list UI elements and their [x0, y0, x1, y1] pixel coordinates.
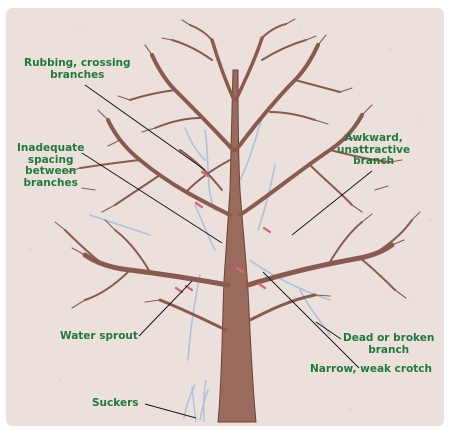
label-spacing-line-1: Inadequate: [17, 143, 84, 155]
label-water-sprout: Water sprout: [60, 331, 138, 343]
label-narrow-weak-crotch: Narrow, weak crotch: [310, 364, 432, 376]
label-dead-broken-branch: Dead or broken branch: [343, 333, 434, 356]
label-rubbing-line-1: Rubbing, crossing: [24, 58, 131, 70]
label-suckers: Suckers: [92, 398, 139, 410]
tree-trunk: [218, 70, 256, 422]
label-spacing-line-3: between: [17, 166, 84, 178]
label-dead-line-2: branch: [343, 345, 434, 357]
label-awkward-branch: Awkward, unattractive branch: [337, 133, 410, 168]
label-inadequate-spacing: Inadequate spacing between branches: [17, 143, 84, 189]
label-rubbing-crossing-branches: Rubbing, crossing branches: [24, 58, 131, 81]
label-awkward-line-3: branch: [337, 156, 410, 168]
label-spacing-line-4: branches: [17, 178, 84, 190]
label-awkward-line-1: Awkward,: [337, 133, 410, 145]
label-dead-line-1: Dead or broken: [343, 333, 434, 345]
label-rubbing-line-2: branches: [24, 70, 131, 82]
